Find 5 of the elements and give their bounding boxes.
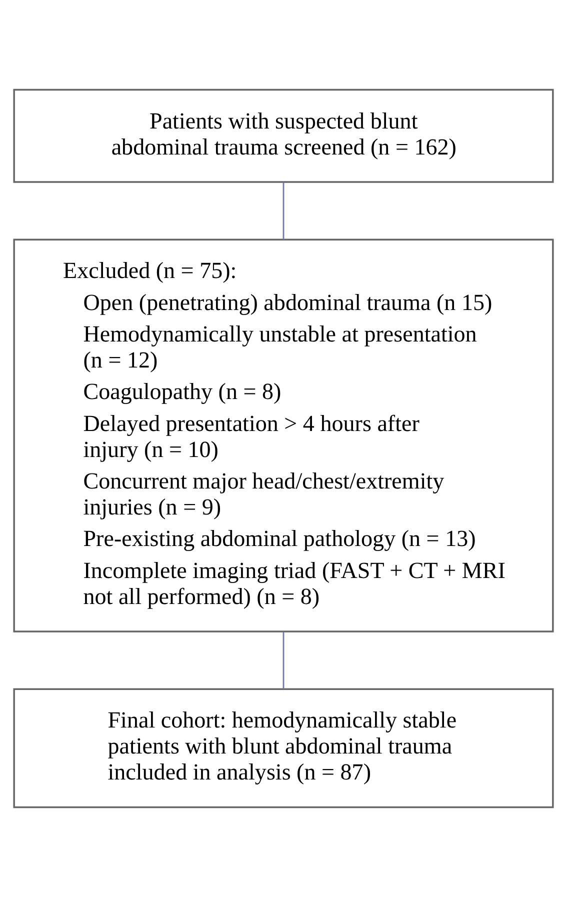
connector: [282, 182, 284, 240]
node-box: Patients with suspected blunt abdominal trauma screened (n = 162): [13, 88, 554, 183]
connector: [282, 632, 284, 689]
node-box: Final cohort: hemodynamically stable patients with blunt abdominal trauma included in analysis (n = 87): [13, 688, 554, 808]
node-box: Excluded (n = 75): Open (penetrating) abdominal trauma (n 15) Hemodynamically unstable at presentation (n = 12) Coagulopathy (n = 8) Delayed presentation > 4 hours after injury (n = 10) Concurrent major head/chest/extremity injuries (n = 9) Pre-existing abdominal pathology (n = 13) Incomplete imaging triad (FAST + CT + MRI not all performed) (n = 8): [13, 238, 554, 632]
